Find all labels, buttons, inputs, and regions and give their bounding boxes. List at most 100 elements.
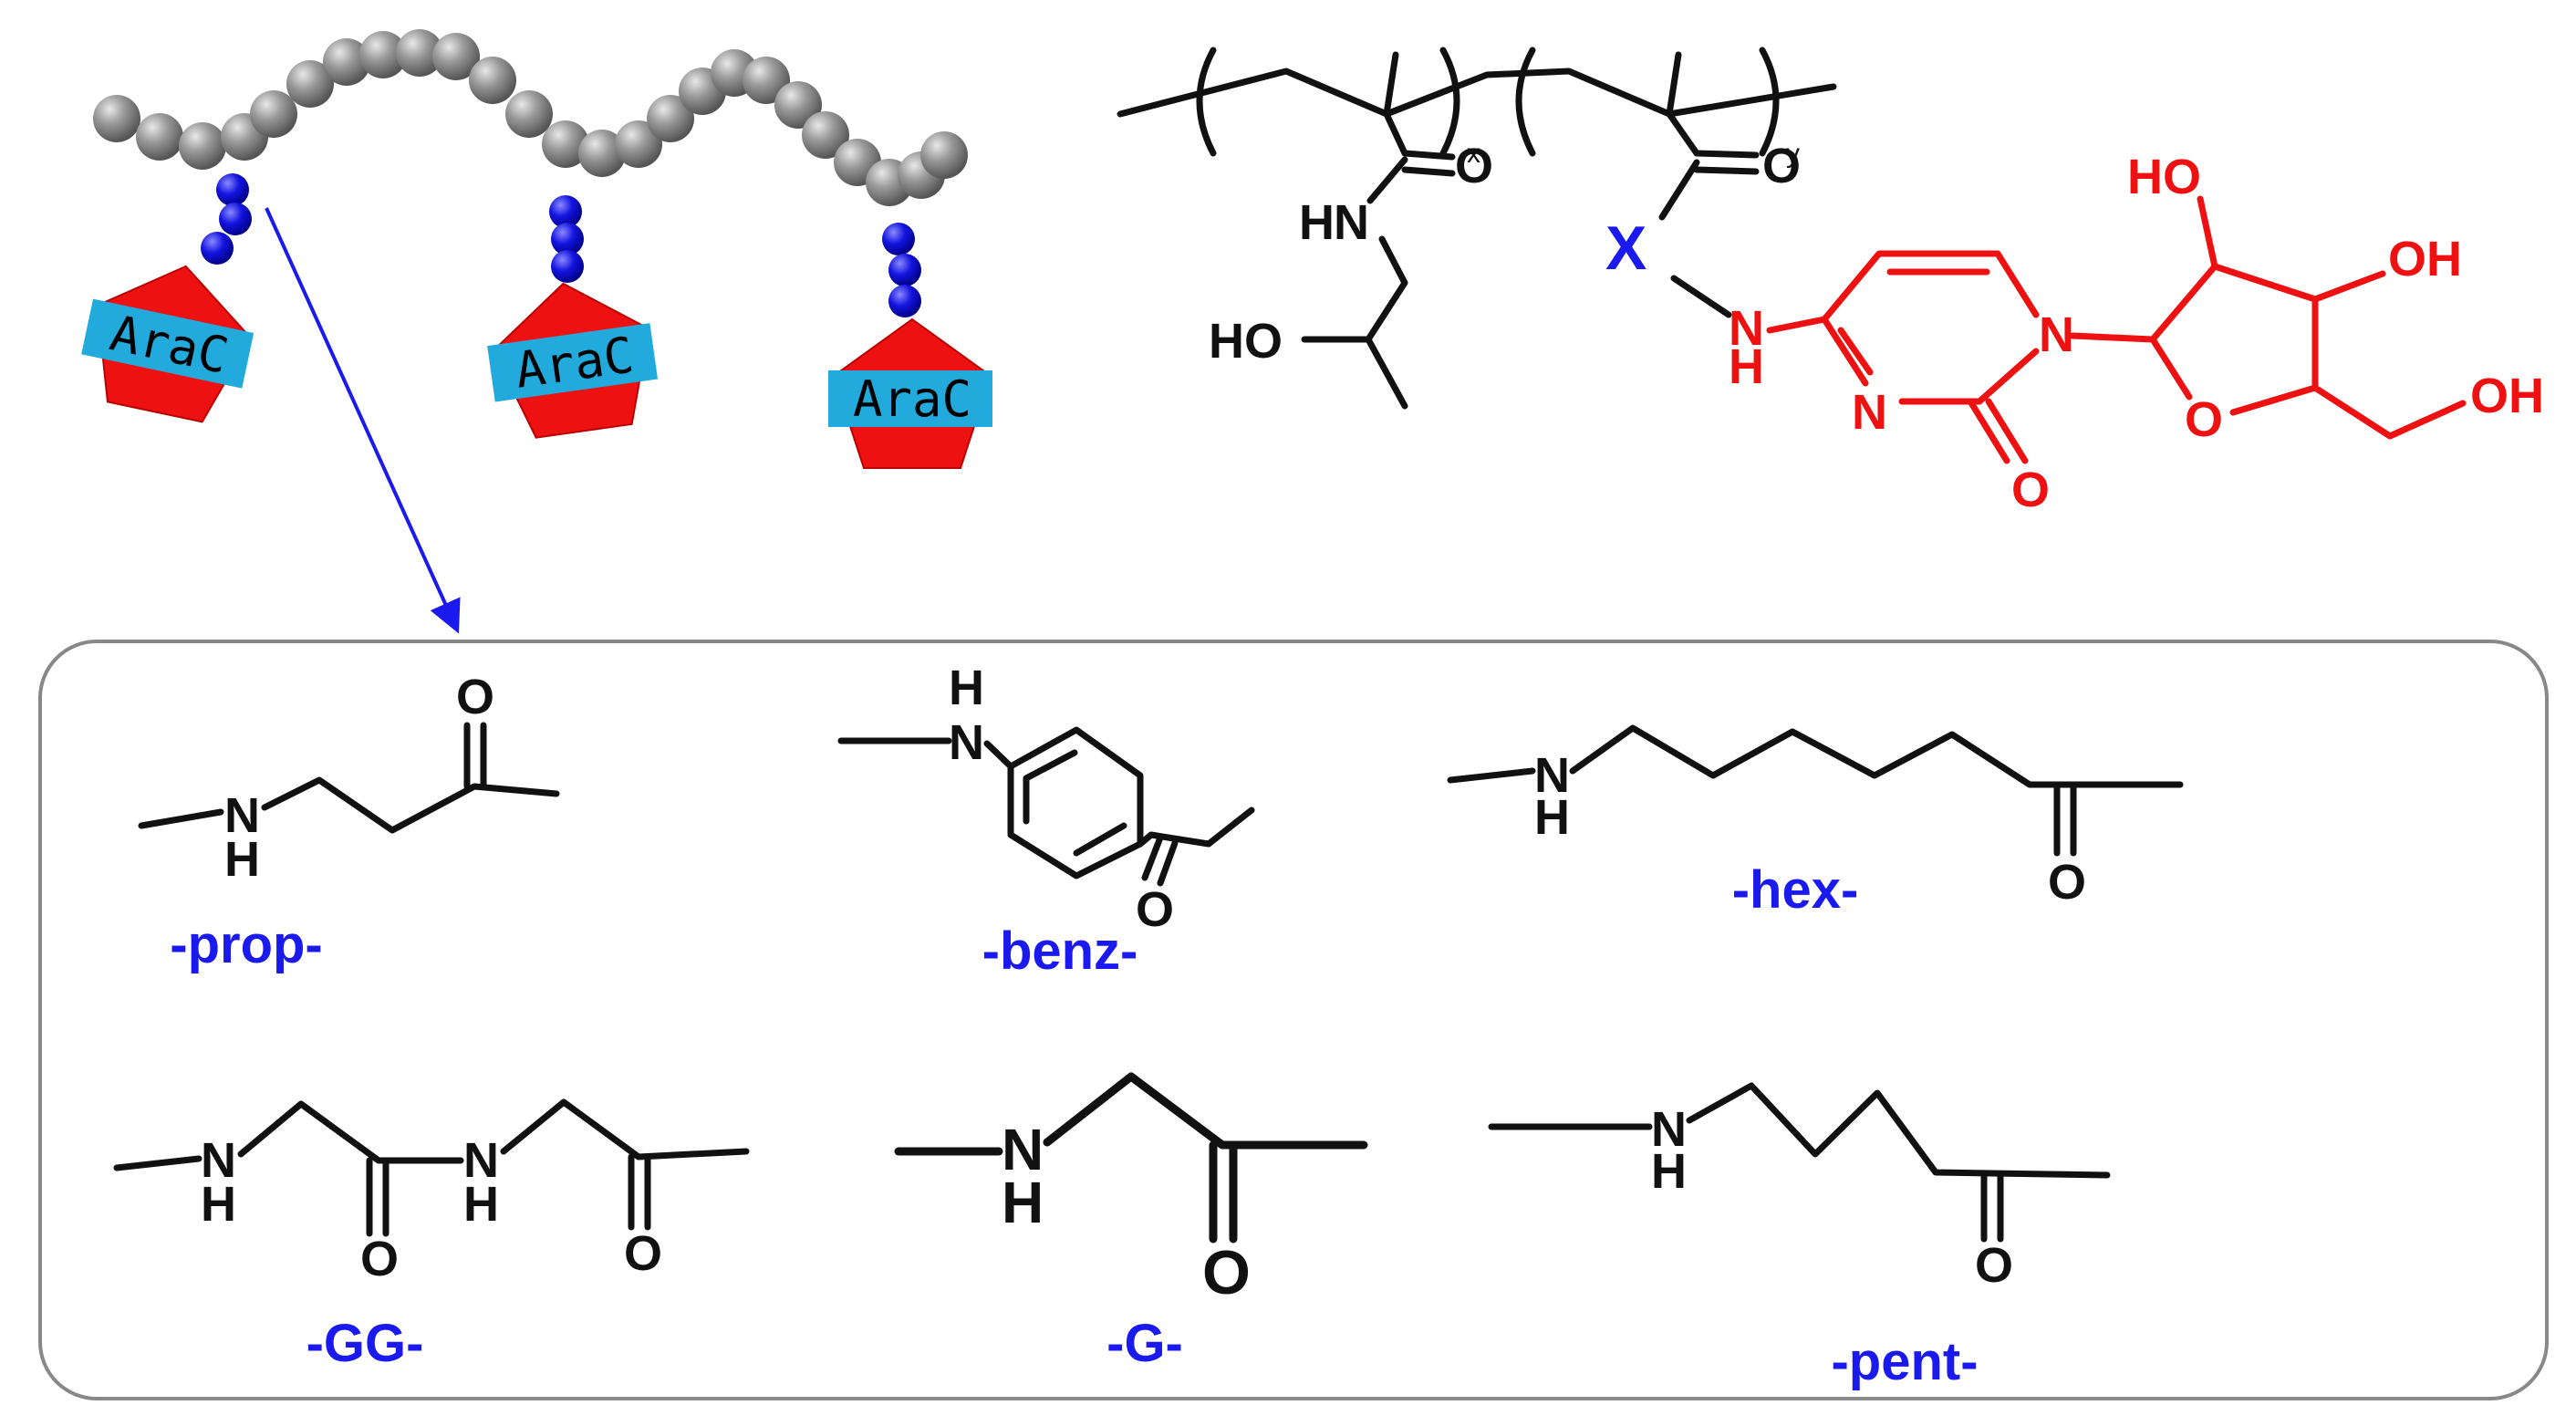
linker-hex-structure: N H O	[1447, 724, 2184, 910]
linker-label-benz: -benz-	[982, 921, 1138, 981]
linker-label-hex: -hex-	[1732, 860, 1859, 920]
cytosine-ring	[1821, 250, 2040, 323]
spacer-bead	[551, 223, 584, 255]
polymer-cartoon: AraC AraC AraC	[81, 29, 992, 634]
atom-o: O	[1975, 1238, 2013, 1293]
spacer-bead	[201, 232, 234, 265]
co-2	[1157, 839, 1179, 887]
atom-h: H	[224, 832, 260, 887]
backbone-bead	[250, 90, 297, 138]
cytosine-carbonyl-2	[1985, 398, 2029, 464]
spacer-bead	[888, 254, 921, 286]
backbone-bead	[359, 31, 407, 78]
bond-c-x	[1658, 159, 1700, 221]
cytosine-carbonyl-1	[1967, 398, 2010, 464]
bracket-y-right	[1759, 47, 1780, 157]
linker-gg-structure: N H O N H O	[113, 1098, 750, 1286]
benzene-inner	[1023, 749, 1078, 825]
atom-o2: O	[624, 1226, 662, 1281]
backbone-bead	[647, 95, 694, 142]
sugar-ring	[2149, 263, 2319, 416]
chain	[261, 776, 560, 834]
linker-x-symbol: X	[1605, 213, 1646, 283]
co-y-1	[1693, 150, 1760, 159]
bond-c2-oh	[2197, 195, 2218, 270]
atom-n: N	[1534, 748, 1570, 803]
spacer-bead	[216, 173, 249, 206]
co-x-2	[1401, 166, 1456, 177]
backbone-bead	[136, 113, 183, 161]
atom-h2: H	[463, 1177, 499, 1232]
backbone-bead	[542, 120, 589, 168]
chain	[1686, 1082, 2111, 1179]
atom-oh-bottom: OH	[2470, 369, 2544, 423]
atom-o-y: O	[1762, 139, 1801, 193]
bond-c5-oh	[2311, 384, 2467, 440]
atom-h: H	[949, 661, 984, 715]
backbone-bead	[920, 131, 968, 179]
linker-g-structure: N H O	[894, 1072, 1368, 1307]
atom-n1: N	[201, 1133, 236, 1188]
chain-1	[237, 1100, 464, 1164]
atom-ring-n1: N	[2039, 307, 2074, 362]
atom-hn-n: N	[1334, 195, 1369, 250]
backbone-bead	[802, 111, 849, 159]
atom-n: N	[949, 715, 984, 770]
atom-o: O	[1202, 1238, 1251, 1307]
methyl-x	[1383, 51, 1399, 118]
polymer-spacers	[201, 173, 921, 317]
bond-nh-ring	[1766, 316, 1828, 334]
chain	[1569, 724, 2184, 788]
atom-ho-top: HO	[2127, 150, 2201, 204]
cytosine-bond-1	[1821, 316, 1869, 387]
copolymer-backbone	[1117, 68, 1837, 118]
spacer-bead	[219, 203, 252, 235]
bond-x-carbonyl	[1383, 110, 1408, 157]
backbone-bead	[774, 81, 822, 129]
atom-h: H	[1002, 1170, 1044, 1235]
bond-x-nh	[1670, 275, 1732, 318]
linker-benz-structure: N H O	[837, 661, 1255, 937]
arac-drug-1: AraC	[81, 265, 254, 423]
bracket-x-right	[1439, 47, 1460, 157]
linker-label-pent: -pent-	[1831, 1332, 1978, 1391]
bond-y-carbonyl	[1666, 110, 1700, 157]
cytosine-double-2	[1837, 327, 1874, 376]
benzene-inner-2	[1073, 822, 1127, 857]
atom-ho: HO	[1209, 314, 1283, 369]
co-y-2	[1693, 166, 1760, 175]
bond	[138, 808, 224, 829]
hydroxypropyl-chain	[1365, 235, 1408, 410]
linker-label-prop: -prop-	[170, 915, 323, 974]
atom-nh-h: H	[1729, 339, 1764, 394]
subscript-y: y	[1786, 139, 1800, 169]
co-x-1	[1401, 150, 1456, 161]
atom-oh-right: OH	[2388, 232, 2462, 286]
drug-band	[828, 370, 992, 427]
drug-band	[487, 323, 659, 402]
zoom-arrow	[265, 207, 461, 634]
polymer-backbone	[93, 29, 968, 206]
backbone-bead	[286, 60, 334, 108]
cytosine-bond-3	[1976, 348, 2040, 405]
acyl	[1137, 807, 1255, 848]
atom-n: N	[224, 788, 260, 843]
backbone-bead	[432, 33, 480, 80]
arac-drug-3: AraC	[828, 317, 992, 469]
backbone-bead	[93, 95, 140, 142]
bond-n-ring	[983, 740, 1014, 770]
bond-n-sugar	[2069, 332, 2156, 343]
arac-label: AraC	[853, 370, 971, 428]
sugar-ring-close	[2149, 336, 2193, 401]
atom-n: N	[1002, 1117, 1044, 1182]
atom-h: H	[1534, 790, 1570, 845]
atom-o-x: O	[1455, 139, 1493, 193]
atom-o: O	[1136, 882, 1174, 937]
atom-nh-n: N	[1729, 301, 1764, 356]
backbone-bead	[396, 29, 443, 77]
atom-o: O	[456, 670, 494, 724]
drug-band	[81, 298, 254, 389]
bond	[113, 1155, 203, 1171]
